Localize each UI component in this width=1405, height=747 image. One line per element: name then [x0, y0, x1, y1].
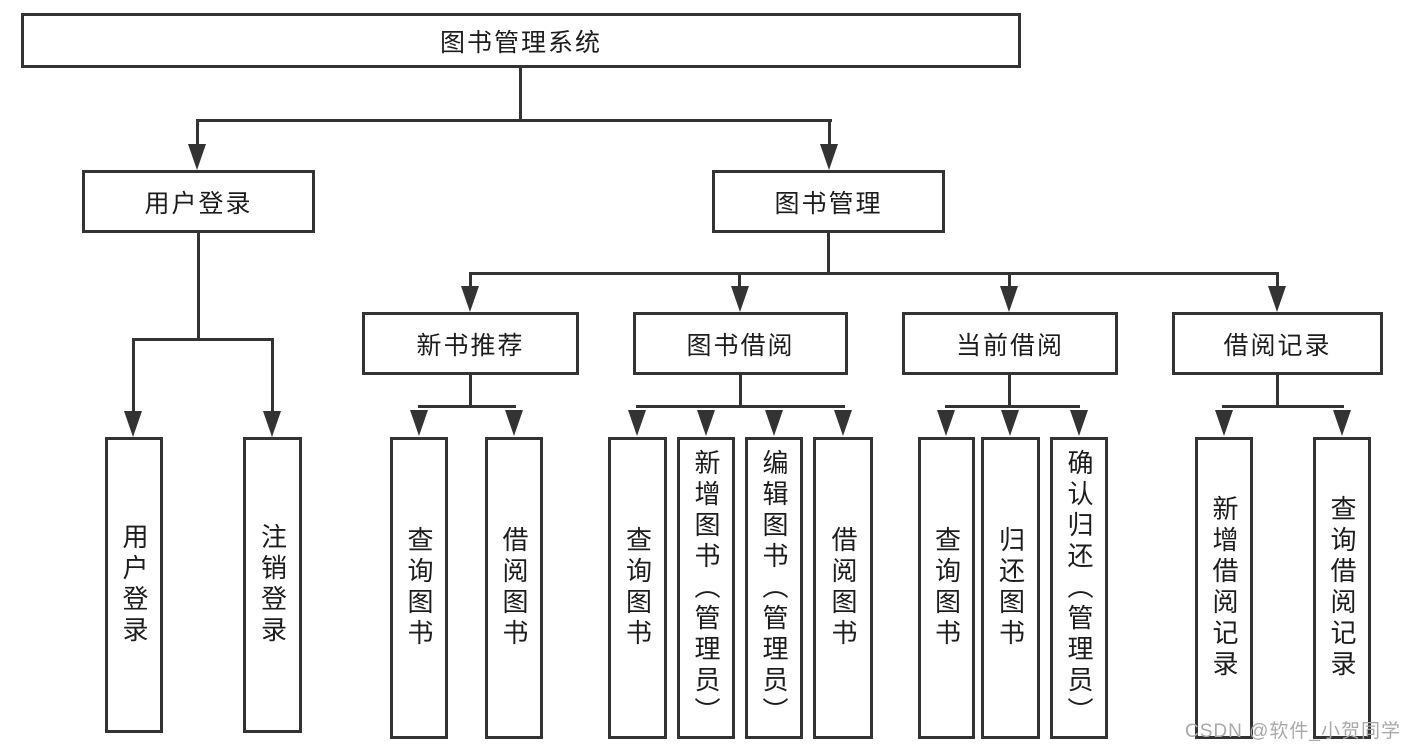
arrow-down-icon	[410, 410, 428, 436]
connector-current-borrowing-branch	[945, 405, 1080, 408]
connector-book-mgmt-drop2	[738, 272, 741, 288]
watermark: CSDN @软件_小贺同学	[1185, 721, 1401, 742]
arrow-down-icon	[1215, 410, 1233, 436]
leaf-edit-books-admin-label: 编辑图书（管理员）	[759, 448, 789, 728]
leaf-query-borrow-record-label: 查询借阅记录	[1327, 495, 1357, 681]
leaf-user-login: 用户登录	[105, 437, 163, 733]
connector-root-right-drop	[828, 119, 831, 146]
leaf-add-books-admin: 新增图书（管理员）	[677, 437, 735, 739]
node-current-borrowing-label: 当前借阅	[955, 331, 1064, 360]
leaf-add-borrow-record: 新增借阅记录	[1195, 437, 1253, 739]
arrow-down-icon	[1000, 286, 1018, 312]
leaf-query-borrow-record: 查询借阅记录	[1313, 437, 1371, 739]
connector-new-books-stem	[469, 375, 472, 408]
arrow-down-icon	[1333, 410, 1351, 436]
arrow-down-icon	[1268, 286, 1286, 312]
connector-book-mgmt-branch	[469, 272, 1279, 275]
node-book-management: 图书管理	[712, 170, 945, 233]
leaf-user-login-label: 用户登录	[119, 523, 149, 647]
connector-root-branch	[196, 119, 832, 122]
leaf-borrow-books-2-label: 借阅图书	[828, 526, 858, 650]
node-root-label: 图书管理系统	[439, 28, 602, 57]
node-borrowing-records: 借阅记录	[1172, 312, 1383, 375]
arrow-down-icon	[263, 411, 281, 437]
connector-borrowing-records-branch	[1222, 405, 1344, 408]
node-book-borrowing: 图书借阅	[633, 312, 848, 375]
arrow-down-icon	[765, 410, 783, 436]
leaf-confirm-return-admin-label: 确认归还（管理员）	[1064, 448, 1094, 728]
leaf-edit-books-admin: 编辑图书（管理员）	[745, 437, 803, 739]
connector-book-borrowing-branch	[636, 405, 845, 408]
node-current-borrowing: 当前借阅	[902, 312, 1118, 375]
connector-borrowing-records-stem	[1276, 375, 1279, 408]
arrow-down-icon	[505, 410, 523, 436]
node-new-book-recommend-label: 新书推荐	[416, 331, 525, 360]
connector-book-mgmt-stem	[827, 233, 830, 275]
node-user-login: 用户登录	[82, 170, 315, 233]
node-borrowing-records-label: 借阅记录	[1223, 331, 1332, 360]
connector-root-stem	[519, 68, 522, 122]
connector-user-login-drop1	[132, 338, 135, 413]
arrow-down-icon	[1070, 410, 1088, 436]
leaf-borrow-books-1-label: 借阅图书	[499, 526, 529, 650]
connector-book-mgmt-drop3	[1008, 272, 1011, 288]
connector-user-login-drop2	[271, 338, 274, 413]
leaf-query-books-1: 查询图书	[390, 437, 448, 739]
node-user-login-label: 用户登录	[144, 189, 253, 218]
arrow-down-icon	[1001, 410, 1019, 436]
arrow-down-icon	[834, 410, 852, 436]
connector-root-left-drop	[196, 119, 199, 146]
arrow-down-icon	[628, 410, 646, 436]
arrow-down-icon	[731, 286, 749, 312]
connector-user-login-branch	[132, 338, 274, 341]
arrow-down-icon	[820, 144, 838, 170]
connector-book-mgmt-drop4	[1276, 272, 1279, 288]
node-new-book-recommend: 新书推荐	[362, 312, 579, 375]
leaf-confirm-return-admin: 确认归还（管理员）	[1050, 437, 1108, 739]
leaf-query-books-3: 查询图书	[918, 437, 975, 739]
connector-book-mgmt-drop1	[469, 272, 472, 288]
node-root: 图书管理系统	[21, 13, 1021, 68]
arrow-down-icon	[697, 410, 715, 436]
leaf-query-books-2: 查询图书	[608, 437, 667, 739]
leaf-query-books-3-label: 查询图书	[931, 526, 962, 650]
leaf-borrow-books-1: 借阅图书	[485, 437, 543, 739]
arrow-down-icon	[188, 144, 206, 170]
node-book-borrowing-label: 图书借阅	[686, 331, 795, 360]
arrow-down-icon	[461, 286, 479, 312]
connector-new-books-branch	[418, 405, 516, 408]
leaf-borrow-books-2: 借阅图书	[813, 437, 873, 739]
arrow-down-icon	[124, 411, 142, 437]
node-book-management-label: 图书管理	[774, 189, 883, 218]
leaf-logout: 注销登录	[243, 437, 302, 733]
leaf-logout-label: 注销登录	[257, 523, 288, 647]
leaf-return-books-label: 归还图书	[995, 526, 1026, 650]
connector-book-borrowing-stem	[739, 375, 742, 408]
leaf-return-books: 归还图书	[981, 437, 1040, 739]
leaf-add-borrow-record-label: 新增借阅记录	[1209, 495, 1239, 681]
leaf-query-books-1-label: 查询图书	[404, 526, 434, 650]
arrow-down-icon	[937, 410, 955, 436]
connector-user-login-stem	[197, 233, 200, 341]
leaf-query-books-2-label: 查询图书	[622, 526, 653, 650]
connector-current-borrowing-stem	[1008, 375, 1011, 408]
leaf-add-books-admin-label: 新增图书（管理员）	[691, 448, 721, 728]
